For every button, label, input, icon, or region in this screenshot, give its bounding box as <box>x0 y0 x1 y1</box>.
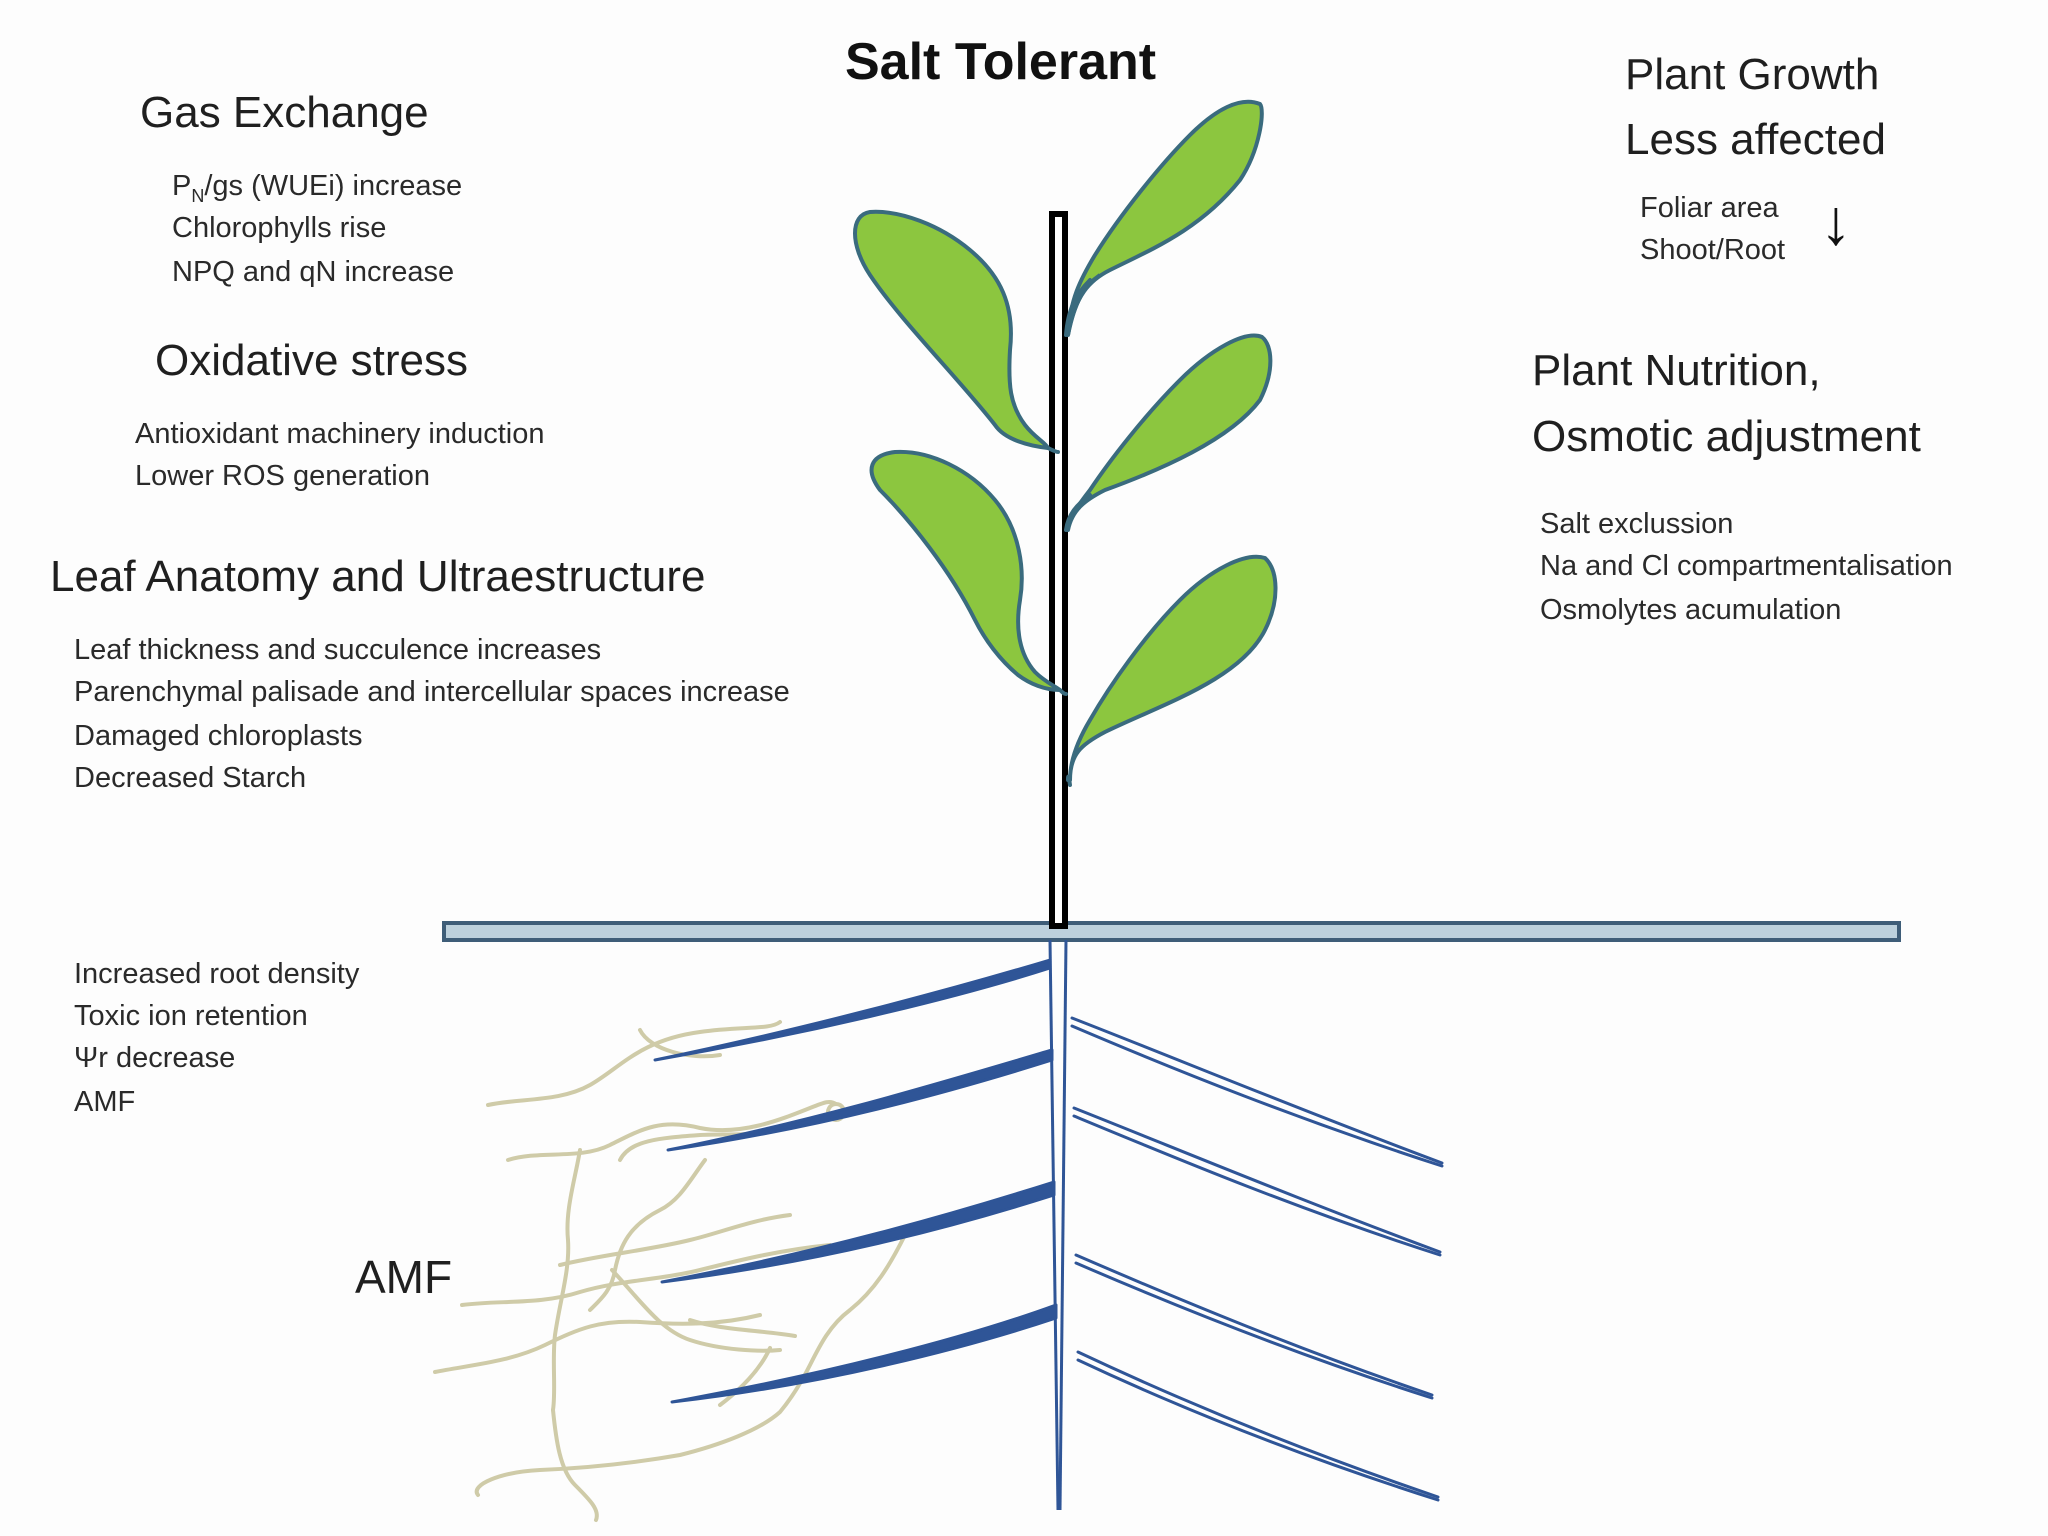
petioles <box>1046 278 1092 787</box>
root-effects-item: AMF <box>74 1086 136 1118</box>
leaf-anatomy-item: Damaged chloroplasts <box>74 720 363 752</box>
plant-nutrition-heading: Plant Nutrition, <box>1532 346 1821 395</box>
diagram-title: Salt Tolerant <box>845 33 1157 91</box>
oxidative-stress-heading: Oxidative stress <box>155 336 468 385</box>
leaf-anatomy-item: Leaf thickness and succulence increases <box>74 634 602 666</box>
leaf-middle-right <box>1066 333 1273 532</box>
gas-exchange-heading: Gas Exchange <box>140 88 429 137</box>
oxidative-stress-item: Lower ROS generation <box>135 460 430 492</box>
plant-growth-heading: Plant Growth <box>1625 50 1880 99</box>
stem <box>1049 211 1068 929</box>
root-effects-item: Ψr decrease <box>74 1042 236 1074</box>
leaf-top-right <box>1066 99 1264 337</box>
plant-growth-item: Foliar area <box>1640 192 1779 224</box>
plant-growth-subheading: Less affected <box>1625 115 1886 164</box>
plant-nutrition-item: Na and Cl compartmentalisation <box>1540 550 1953 582</box>
tap-root <box>1048 939 1068 1511</box>
leaf-middle-left <box>869 449 1062 692</box>
plant-nutrition-subheading: Osmotic adjustment <box>1532 412 1921 461</box>
amf-label: AMF <box>355 1251 453 1303</box>
gas-exchange-item: PN/gs (WUEi) increase <box>172 170 463 206</box>
leaf-top-left <box>853 209 1050 450</box>
root-effects-item: Toxic ion retention <box>74 1000 308 1032</box>
plant-nutrition-item: Osmolytes acumulation <box>1540 594 1842 626</box>
gas-exchange-item: NPQ and qN increase <box>172 256 455 288</box>
leaf-anatomy-heading: Leaf Anatomy and Ultraestructure <box>50 552 706 601</box>
leaf-anatomy-item: Decreased Starch <box>74 762 307 794</box>
leaf-bottom-right <box>1068 554 1278 782</box>
leaves <box>853 99 1278 782</box>
lateral-roots-left <box>653 958 1058 1404</box>
decrease-arrow-icon: ↓ <box>1820 186 1852 258</box>
amf-hyphae <box>433 1020 907 1522</box>
lateral-roots-right <box>1070 1016 1444 1502</box>
plant-growth-item: Shoot/Root <box>1640 234 1786 266</box>
root-effects-item: Increased root density <box>74 958 360 990</box>
gas-exchange-item: Chlorophylls rise <box>172 212 387 244</box>
leaf-anatomy-item: Parenchymal palisade and intercellular s… <box>74 676 790 708</box>
oxidative-stress-item: Antioxidant machinery induction <box>135 418 545 450</box>
plant-nutrition-item: Salt exclussion <box>1540 508 1734 540</box>
soil-line <box>442 921 1901 942</box>
